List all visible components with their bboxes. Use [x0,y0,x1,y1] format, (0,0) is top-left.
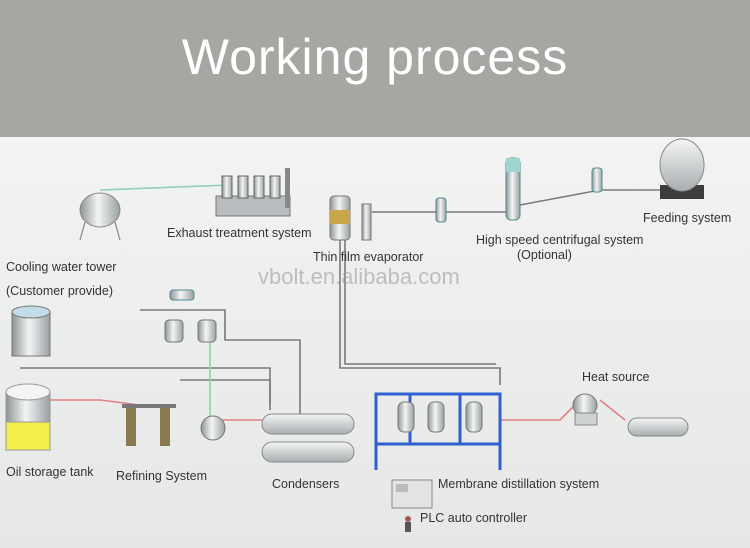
watermark: vbolt.en.alibaba.com [258,264,460,289]
centrifugal-unit [505,157,521,221]
oil-storage-tank [5,383,51,451]
label-exhaust-treatment: Exhaust treatment system [167,226,312,240]
label-feeding-system: Feeding system [643,211,732,225]
label-plc: PLC auto controller [420,511,528,525]
label-heat-source: Heat source [582,370,650,384]
plc-controller [391,479,433,532]
diagram-background [0,137,750,548]
refining-system [122,404,226,446]
label-centrifugal: High speed centrifugal system [476,233,644,247]
process-diagram [5,138,705,532]
thin-film-evaporator [329,195,372,241]
label-customer-provide: (Customer provide) [6,284,113,298]
label-oil-storage: Oil storage tank [6,465,94,479]
page-title: Working process [181,29,569,85]
exhaust-treatment-unit [215,168,291,217]
pump-3 [169,289,195,301]
feeding-tank [659,138,705,199]
cooling-water-tower [11,305,51,357]
label-membrane: Membrane distillation system [438,477,600,491]
label-centrifugal-optional: (Optional) [517,248,572,262]
label-cooling-tower: Cooling water tower [6,260,117,274]
heat-source [572,393,689,437]
pump-2 [591,167,603,193]
label-condensers: Condensers [272,477,340,491]
condensers [261,413,355,463]
label-refining: Refining System [116,469,208,483]
cooling-sphere [79,192,121,241]
refining-tanks-upper [164,319,217,343]
title-banner: Working process [0,0,750,137]
pump-1 [435,197,447,223]
label-thin-film-evaporator: Thin film evaporator [313,250,424,264]
